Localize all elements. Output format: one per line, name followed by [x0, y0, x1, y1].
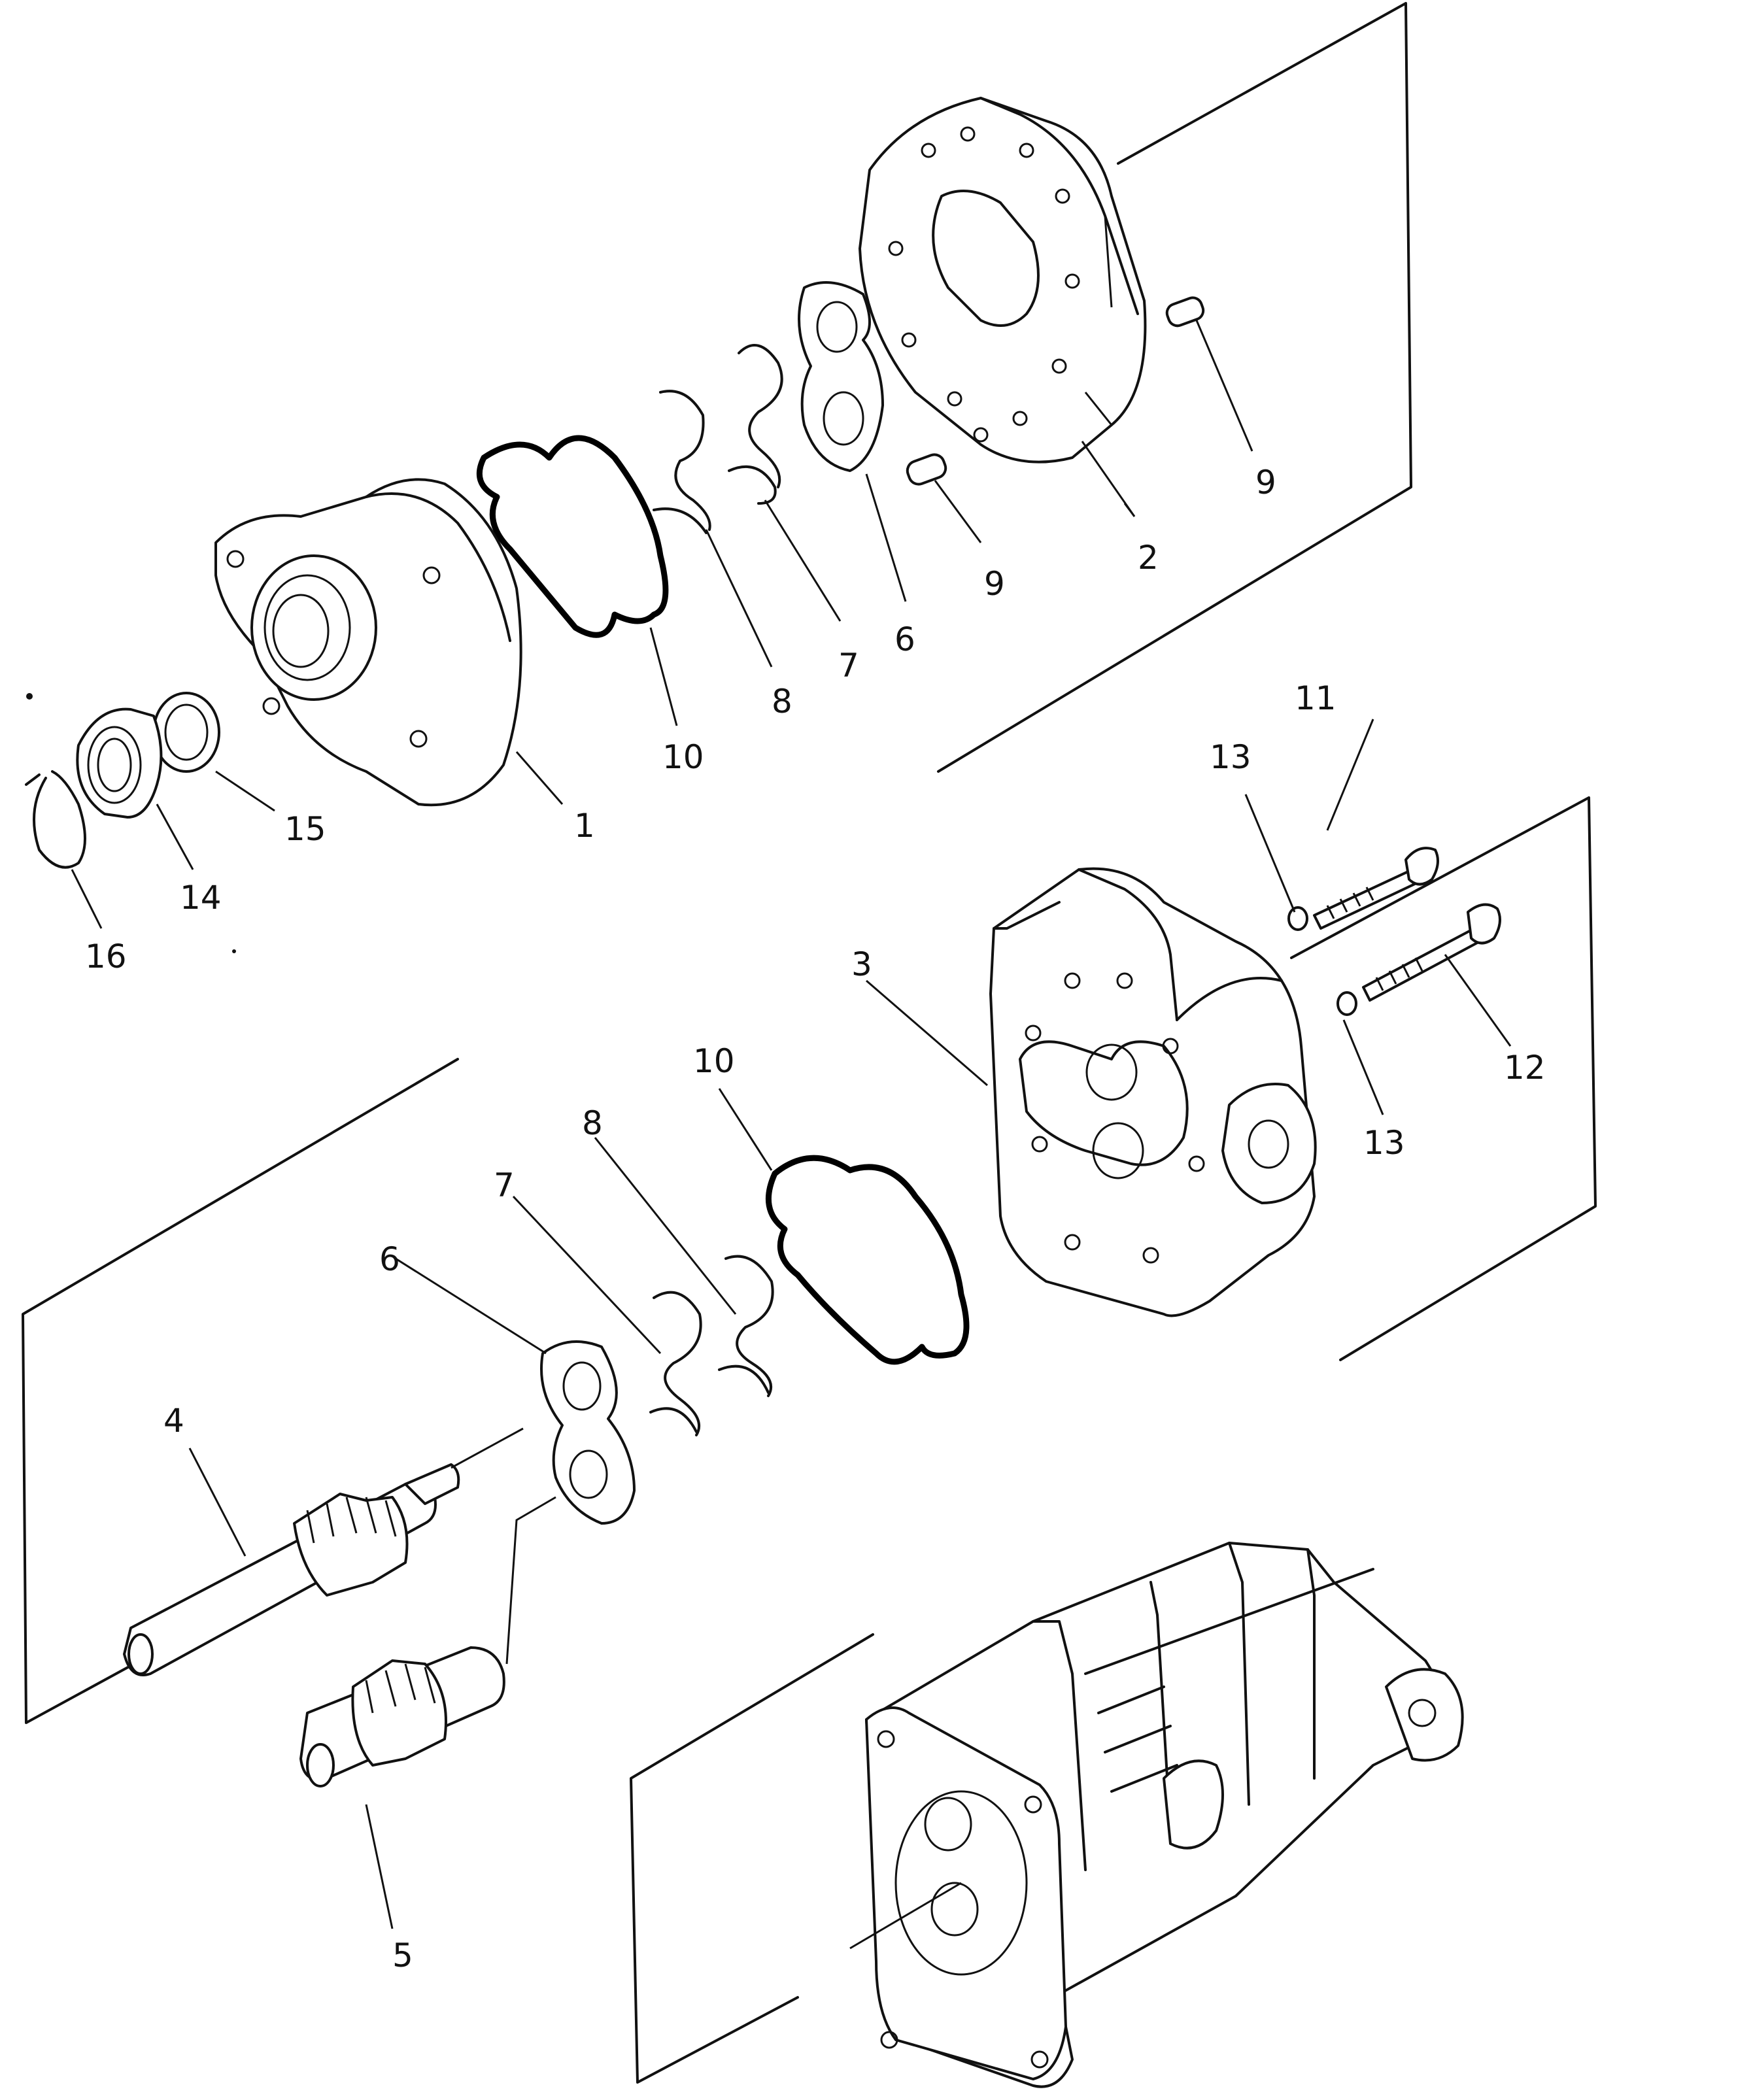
callout-5: 5: [392, 1937, 413, 1974]
callout-9a: 9: [1255, 464, 1276, 501]
callout-6a: 6: [894, 620, 915, 658]
plate-part-6-bottom: [540, 1340, 636, 1525]
callout-2: 2: [1138, 539, 1159, 577]
callout-10a: 10: [662, 738, 704, 776]
driven-gear-part-5: [299, 1646, 505, 1787]
callout-8a: 8: [772, 683, 792, 720]
leader-lines: [71, 320, 1512, 1929]
callout-11: 11: [1295, 679, 1336, 717]
callout-12: 12: [1504, 1049, 1546, 1087]
drive-gear-shaft-part-4: [123, 1463, 460, 1676]
callout-9b: 9: [984, 565, 1005, 603]
callout-7a: 7: [838, 647, 859, 685]
frame-lines: [22, 2, 1597, 2084]
callout-8b: 8: [582, 1104, 603, 1142]
front-cover-part-1: [214, 478, 522, 807]
housing-part-3: [989, 867, 1317, 1317]
dowel-pins-part-9: [906, 296, 1205, 486]
seals-part-7-8-top: [653, 344, 783, 534]
bearing-part-14: [76, 707, 163, 819]
scan-specks: [26, 693, 236, 953]
bolt-part-12: [1362, 903, 1501, 1002]
plate-part-6-top: [798, 281, 884, 472]
seals-part-7-8-bottom: [649, 1255, 774, 1436]
assembled-pump: [849, 1542, 1464, 2088]
gasket-part-10-bottom: [765, 1155, 970, 1365]
callout-10b: 10: [693, 1042, 735, 1080]
callout-3: 3: [851, 945, 872, 983]
gasket-part-10-top: [476, 435, 669, 638]
washers-part-13: [1287, 906, 1357, 1016]
callout-13a: 13: [1210, 738, 1251, 776]
callout-7b: 7: [494, 1166, 515, 1204]
callout-numbers: 1 2 3 4 5 6 6 7 7 8 8 9 9 10 10 11 12 13…: [85, 464, 1546, 1974]
guide-lines: [451, 1427, 556, 1665]
callout-1: 1: [574, 807, 595, 845]
callout-6b: 6: [379, 1240, 400, 1278]
callout-13b: 13: [1363, 1124, 1405, 1162]
callout-16: 16: [85, 938, 127, 975]
callout-15: 15: [284, 810, 326, 848]
bolt-part-11: [1313, 847, 1439, 930]
snap-ring-part-16: [25, 770, 86, 869]
shim-part-15: [152, 692, 220, 773]
callout-4: 4: [163, 1402, 184, 1440]
pump-body-part-2: [859, 97, 1147, 464]
callout-14: 14: [180, 879, 222, 917]
